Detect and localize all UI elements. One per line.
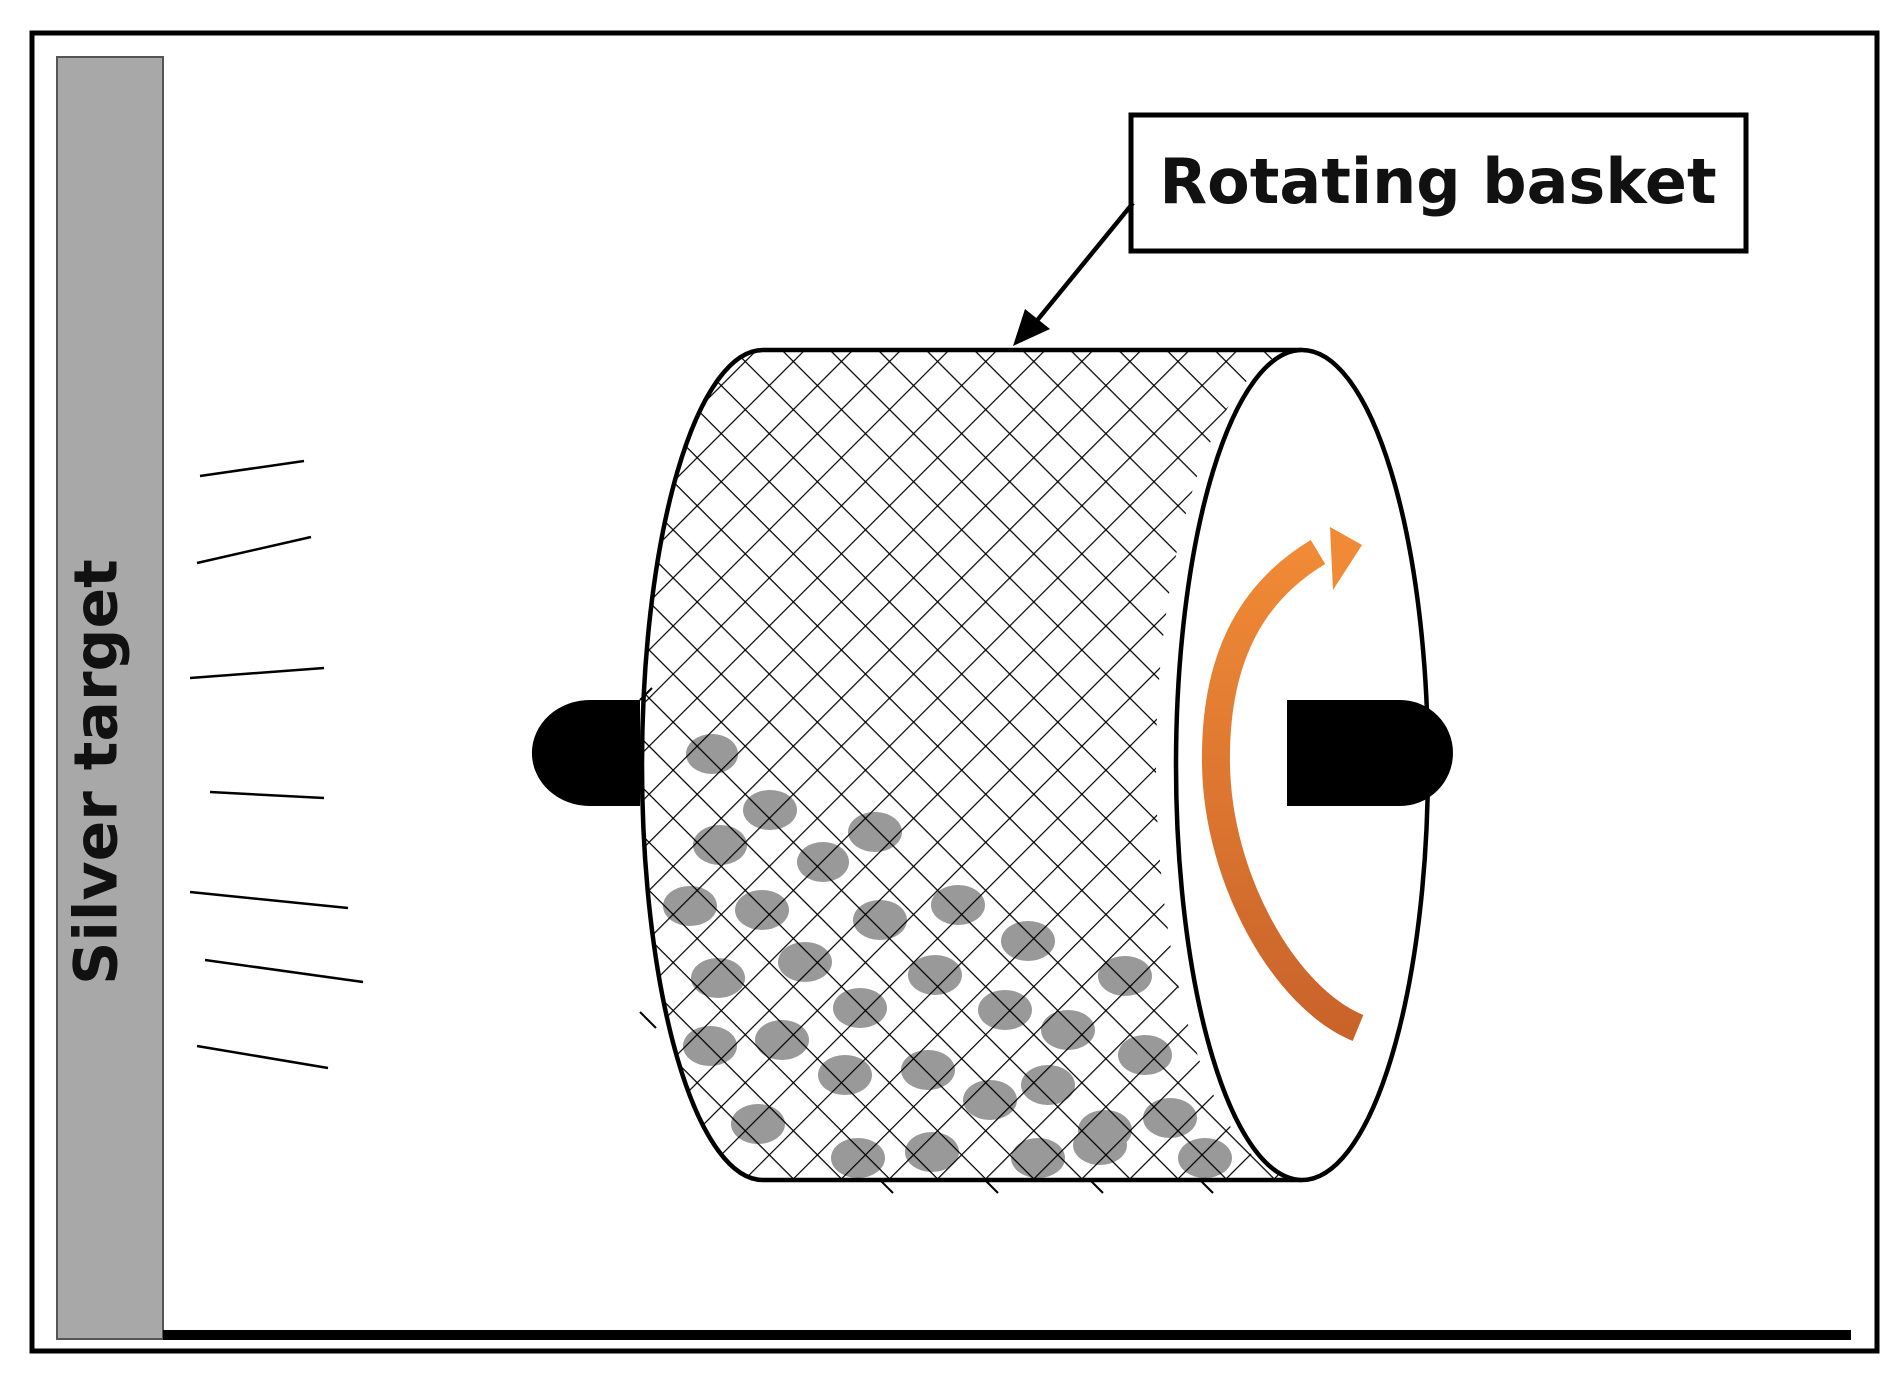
silver-target-label: Silver target: [62, 559, 132, 985]
rotating-basket-label-box: [1128, 112, 1749, 254]
right-axle-knob: [1287, 700, 1453, 806]
rotating-basket-label: Rotating basket: [1159, 145, 1716, 218]
rotation-arrow: [1201, 527, 1364, 1041]
silver-target-plate: [56, 56, 164, 1340]
label-pointer-arrow: [1013, 201, 1135, 346]
outer-frame: [29, 30, 1880, 1354]
left-axle-knob: [531, 700, 640, 806]
sputter-streaks: [189, 459, 364, 1070]
basket-outline: [639, 347, 1302, 1183]
